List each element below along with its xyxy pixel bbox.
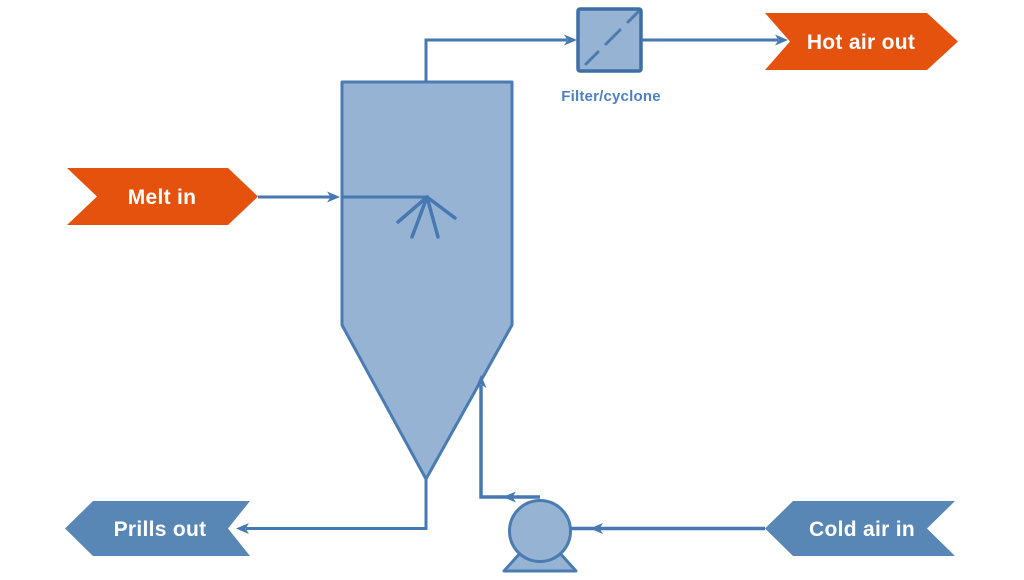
melt-feed-line: [258, 191, 427, 203]
hot-air-out-banner: Hot air out: [765, 13, 958, 70]
filter-to-hot-air-line: [642, 34, 788, 46]
tower-to-filter-line: [424, 34, 577, 82]
cold-air-in-banner: Cold air in: [765, 501, 955, 556]
pump-body: [508, 499, 572, 563]
prills-out-banner: Prills out: [65, 501, 250, 556]
prills-out-line: [236, 479, 428, 534]
cold-air-in-label: Cold air in: [809, 518, 915, 541]
pump-to-tower-line: [475, 375, 540, 503]
spray-nozzle-icon: [396, 195, 457, 239]
filter-cyclone-label: Filter/cyclone: [561, 88, 661, 105]
prilling-tower: [340, 80, 514, 481]
filter-hatch-icon: [584, 10, 640, 66]
hot-air-out-label: Hot air out: [807, 31, 915, 54]
cold-air-line: [545, 523, 765, 534]
melt-in-label: Melt in: [128, 186, 197, 209]
filter-cyclone-box: [576, 7, 643, 73]
fan-pump-icon: [502, 499, 578, 573]
prills-out-label: Prills out: [114, 518, 207, 541]
melt-in-banner: Melt in: [67, 168, 258, 225]
